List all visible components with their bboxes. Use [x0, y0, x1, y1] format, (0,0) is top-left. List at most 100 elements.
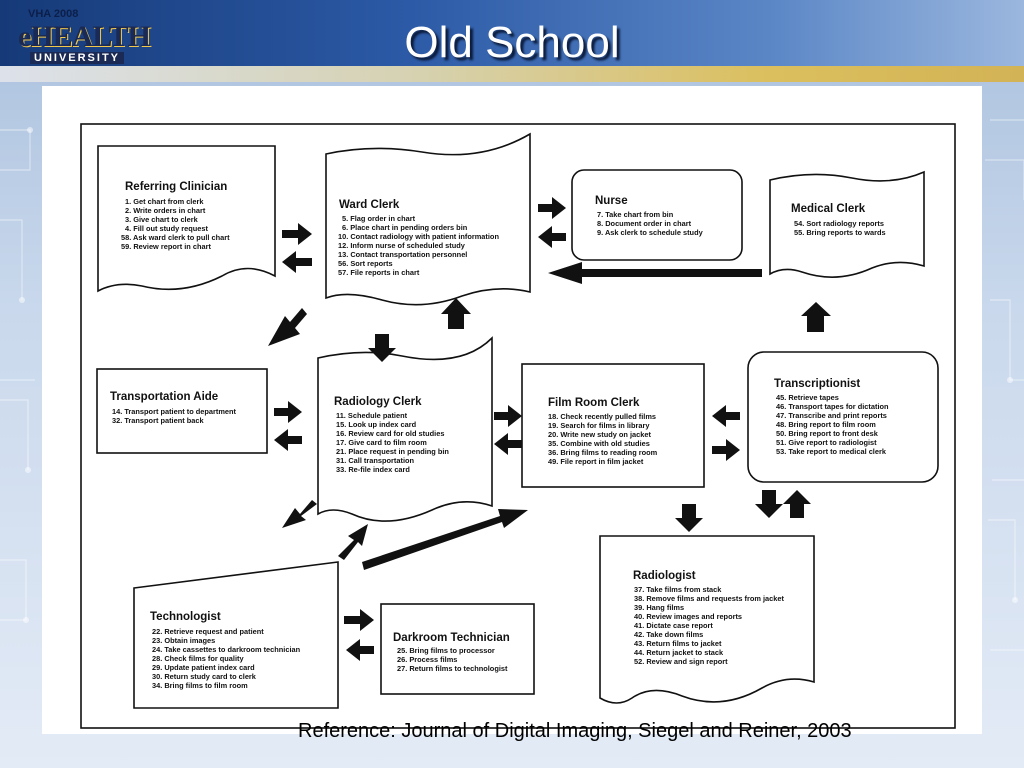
transcriptionist-item: 47. Transcribe and print reports [776, 411, 887, 420]
arrow-right-icon [494, 405, 522, 427]
arrow-right-icon [274, 401, 302, 423]
transcriptionist-item: 53. Take report to medical clerk [776, 447, 887, 456]
arrow-up-icon [441, 298, 471, 329]
radiology-clerk-item: 21. Place request in pending bin [336, 447, 449, 456]
referring-clinician-item: 58. Ask ward clerk to pull chart [121, 233, 230, 242]
logo-main-text: eHEALTH [18, 20, 151, 53]
arrow-right-icon [282, 223, 312, 245]
transcriptionist-item: 50. Bring report to front desk [776, 429, 879, 438]
reference-citation: Reference: Journal of Digital Imaging, S… [298, 720, 852, 742]
radiology-clerk-item: 31. Call transportation [336, 456, 415, 465]
darkroom-technician-item: 27. Return films to technologist [397, 664, 508, 673]
film-room-clerk-item: 36. Bring films to reading room [548, 448, 658, 457]
technologist-item: 29. Update patient index card [152, 663, 255, 672]
nurse-title: Nurse [595, 195, 628, 207]
radiologist-item: 52. Review and sign report [634, 657, 728, 666]
transcriptionist-title: Transcriptionist [774, 378, 860, 390]
film-room-clerk-item: 20. Write new study on jacket [548, 430, 651, 439]
node-technologist: Technologist 22. Retrieve request and pa… [133, 561, 339, 709]
ward-clerk-item: 13. Contact transportation personnel [338, 250, 467, 259]
medical-clerk-item: 54. Sort radiology reports [794, 219, 884, 228]
node-transcriptionist: Transcriptionist 45. Retrieve tapes 46. … [747, 351, 939, 483]
nurse-item: 9. Ask clerk to schedule study [597, 228, 704, 237]
ward-clerk-item: 56. Sort reports [338, 259, 393, 268]
ward-clerk-item: 5. Flag order in chart [342, 214, 416, 223]
node-radiologist: Radiologist 37. Take films from stack 38… [599, 535, 815, 704]
technologist-item: 24. Take cassettes to darkroom technicia… [152, 645, 301, 654]
arrow-left-icon [282, 251, 312, 273]
medical-clerk-item: 55. Bring reports to wards [794, 228, 886, 237]
referring-clinician-title: Referring Clinician [125, 181, 227, 193]
radiologist-item: 44. Return jacket to stack [634, 648, 724, 657]
banner-stripe [0, 66, 1024, 82]
arrow-left-icon [274, 429, 302, 451]
transcriptionist-item: 45. Retrieve tapes [776, 393, 839, 402]
ward-clerk-item: 57. File reports in chart [338, 268, 420, 277]
logo-sub-text: UNIVERSITY [30, 52, 125, 64]
referring-clinician-item: 3. Give chart to clerk [125, 215, 199, 224]
ward-clerk-item: 12. Inform nurse of scheduled study [338, 241, 466, 250]
film-room-clerk-item: 35. Combine with old studies [548, 439, 650, 448]
referring-clinician-item: 1. Get chart from clerk [125, 197, 204, 206]
arrow-right-icon [712, 439, 740, 461]
transcriptionist-item: 51. Give report to radiologist [776, 438, 877, 447]
node-darkroom-technician: Darkroom Technician 25. Bring films to p… [380, 603, 535, 695]
technologist-item: 28. Check films for quality [152, 654, 244, 663]
node-medical-clerk: Medical Clerk 54. Sort radiology reports… [769, 170, 925, 278]
ward-clerk-item: 6. Place chart in pending orders bin [342, 223, 468, 232]
radiology-clerk-title: Radiology Clerk [334, 396, 422, 408]
node-radiology-clerk: Radiology Clerk 11. Schedule patient 15.… [317, 336, 493, 522]
node-ward-clerk: Ward Clerk 5. Flag order in chart 6. Pla… [325, 132, 531, 306]
technologist-item: 23. Obtain images [152, 636, 215, 645]
node-referring-clinician: Referring Clinician 1. Get chart from cl… [97, 145, 276, 293]
arrow-up-icon [783, 490, 811, 518]
arrow-left-icon [712, 405, 740, 427]
darkroom-technician-item: 26. Process films [397, 655, 457, 664]
radiologist-item: 42. Take down films [634, 630, 703, 639]
nurse-item: 7. Take chart from bin [597, 210, 674, 219]
transportation-aide-title: Transportation Aide [110, 391, 218, 403]
diagram-canvas: Referring Clinician 1. Get chart from cl… [42, 86, 982, 734]
arrow-up-icon [801, 302, 831, 332]
radiology-clerk-item: 33. Re-file index card [336, 465, 410, 474]
ehealth-university-logo: VHA 2008 eHEALTH UNIVERSITY [14, 6, 151, 68]
header-banner: VHA 2008 eHEALTH UNIVERSITY Old School [0, 0, 1024, 82]
radiologist-item: 38. Remove films and requests from jacke… [634, 594, 784, 603]
arrow-right-icon [344, 609, 374, 631]
arrow-up-right-icon [362, 509, 528, 570]
diagram-frame [80, 123, 956, 729]
radiology-clerk-item: 15. Look up index card [336, 420, 417, 429]
arrow-down-icon [675, 504, 703, 532]
referring-clinician-item: 59. Review report in chart [121, 242, 211, 251]
node-nurse: Nurse 7. Take chart from bin 8. Document… [571, 169, 743, 261]
technologist-item: 30. Return study card to clerk [152, 672, 257, 681]
medical-clerk-title: Medical Clerk [791, 203, 866, 215]
film-room-clerk-item: 18. Check recently pulled films [548, 412, 656, 421]
arrow-down-icon [368, 334, 396, 362]
arrow-left-icon [538, 226, 566, 248]
radiologist-item: 37. Take films from stack [634, 585, 722, 594]
slide-title: Old School [404, 18, 620, 67]
radiologist-item: 43. Return films to jacket [634, 639, 722, 648]
radiologist-title: Radiologist [633, 570, 696, 582]
radiologist-item: 41. Dictate case report [634, 621, 713, 630]
logo-top-text: VHA 2008 [28, 8, 79, 20]
arrow-left-icon [346, 639, 374, 661]
radiology-clerk-item: 11. Schedule patient [336, 411, 408, 420]
radiologist-item: 40. Review images and reports [634, 612, 742, 621]
transportation-aide-item: 14. Transport patient to department [112, 407, 237, 416]
arrow-left-icon [494, 433, 522, 455]
arrow-left-icon [548, 262, 762, 284]
transcriptionist-item: 48. Bring report to film room [776, 420, 876, 429]
darkroom-technician-item: 25. Bring films to processor [397, 646, 495, 655]
transcriptionist-item: 46. Transport tapes for dictation [776, 402, 889, 411]
arrow-down-left-icon [282, 500, 317, 528]
technologist-title: Technologist [150, 611, 221, 623]
nurse-item: 8. Document order in chart [597, 219, 692, 228]
ward-clerk-title: Ward Clerk [339, 199, 400, 211]
radiology-clerk-item: 17. Give card to film room [336, 438, 427, 447]
referring-clinician-item: 2. Write orders in chart [125, 206, 206, 215]
arrow-right-icon [538, 197, 566, 219]
darkroom-technician-title: Darkroom Technician [393, 632, 510, 644]
